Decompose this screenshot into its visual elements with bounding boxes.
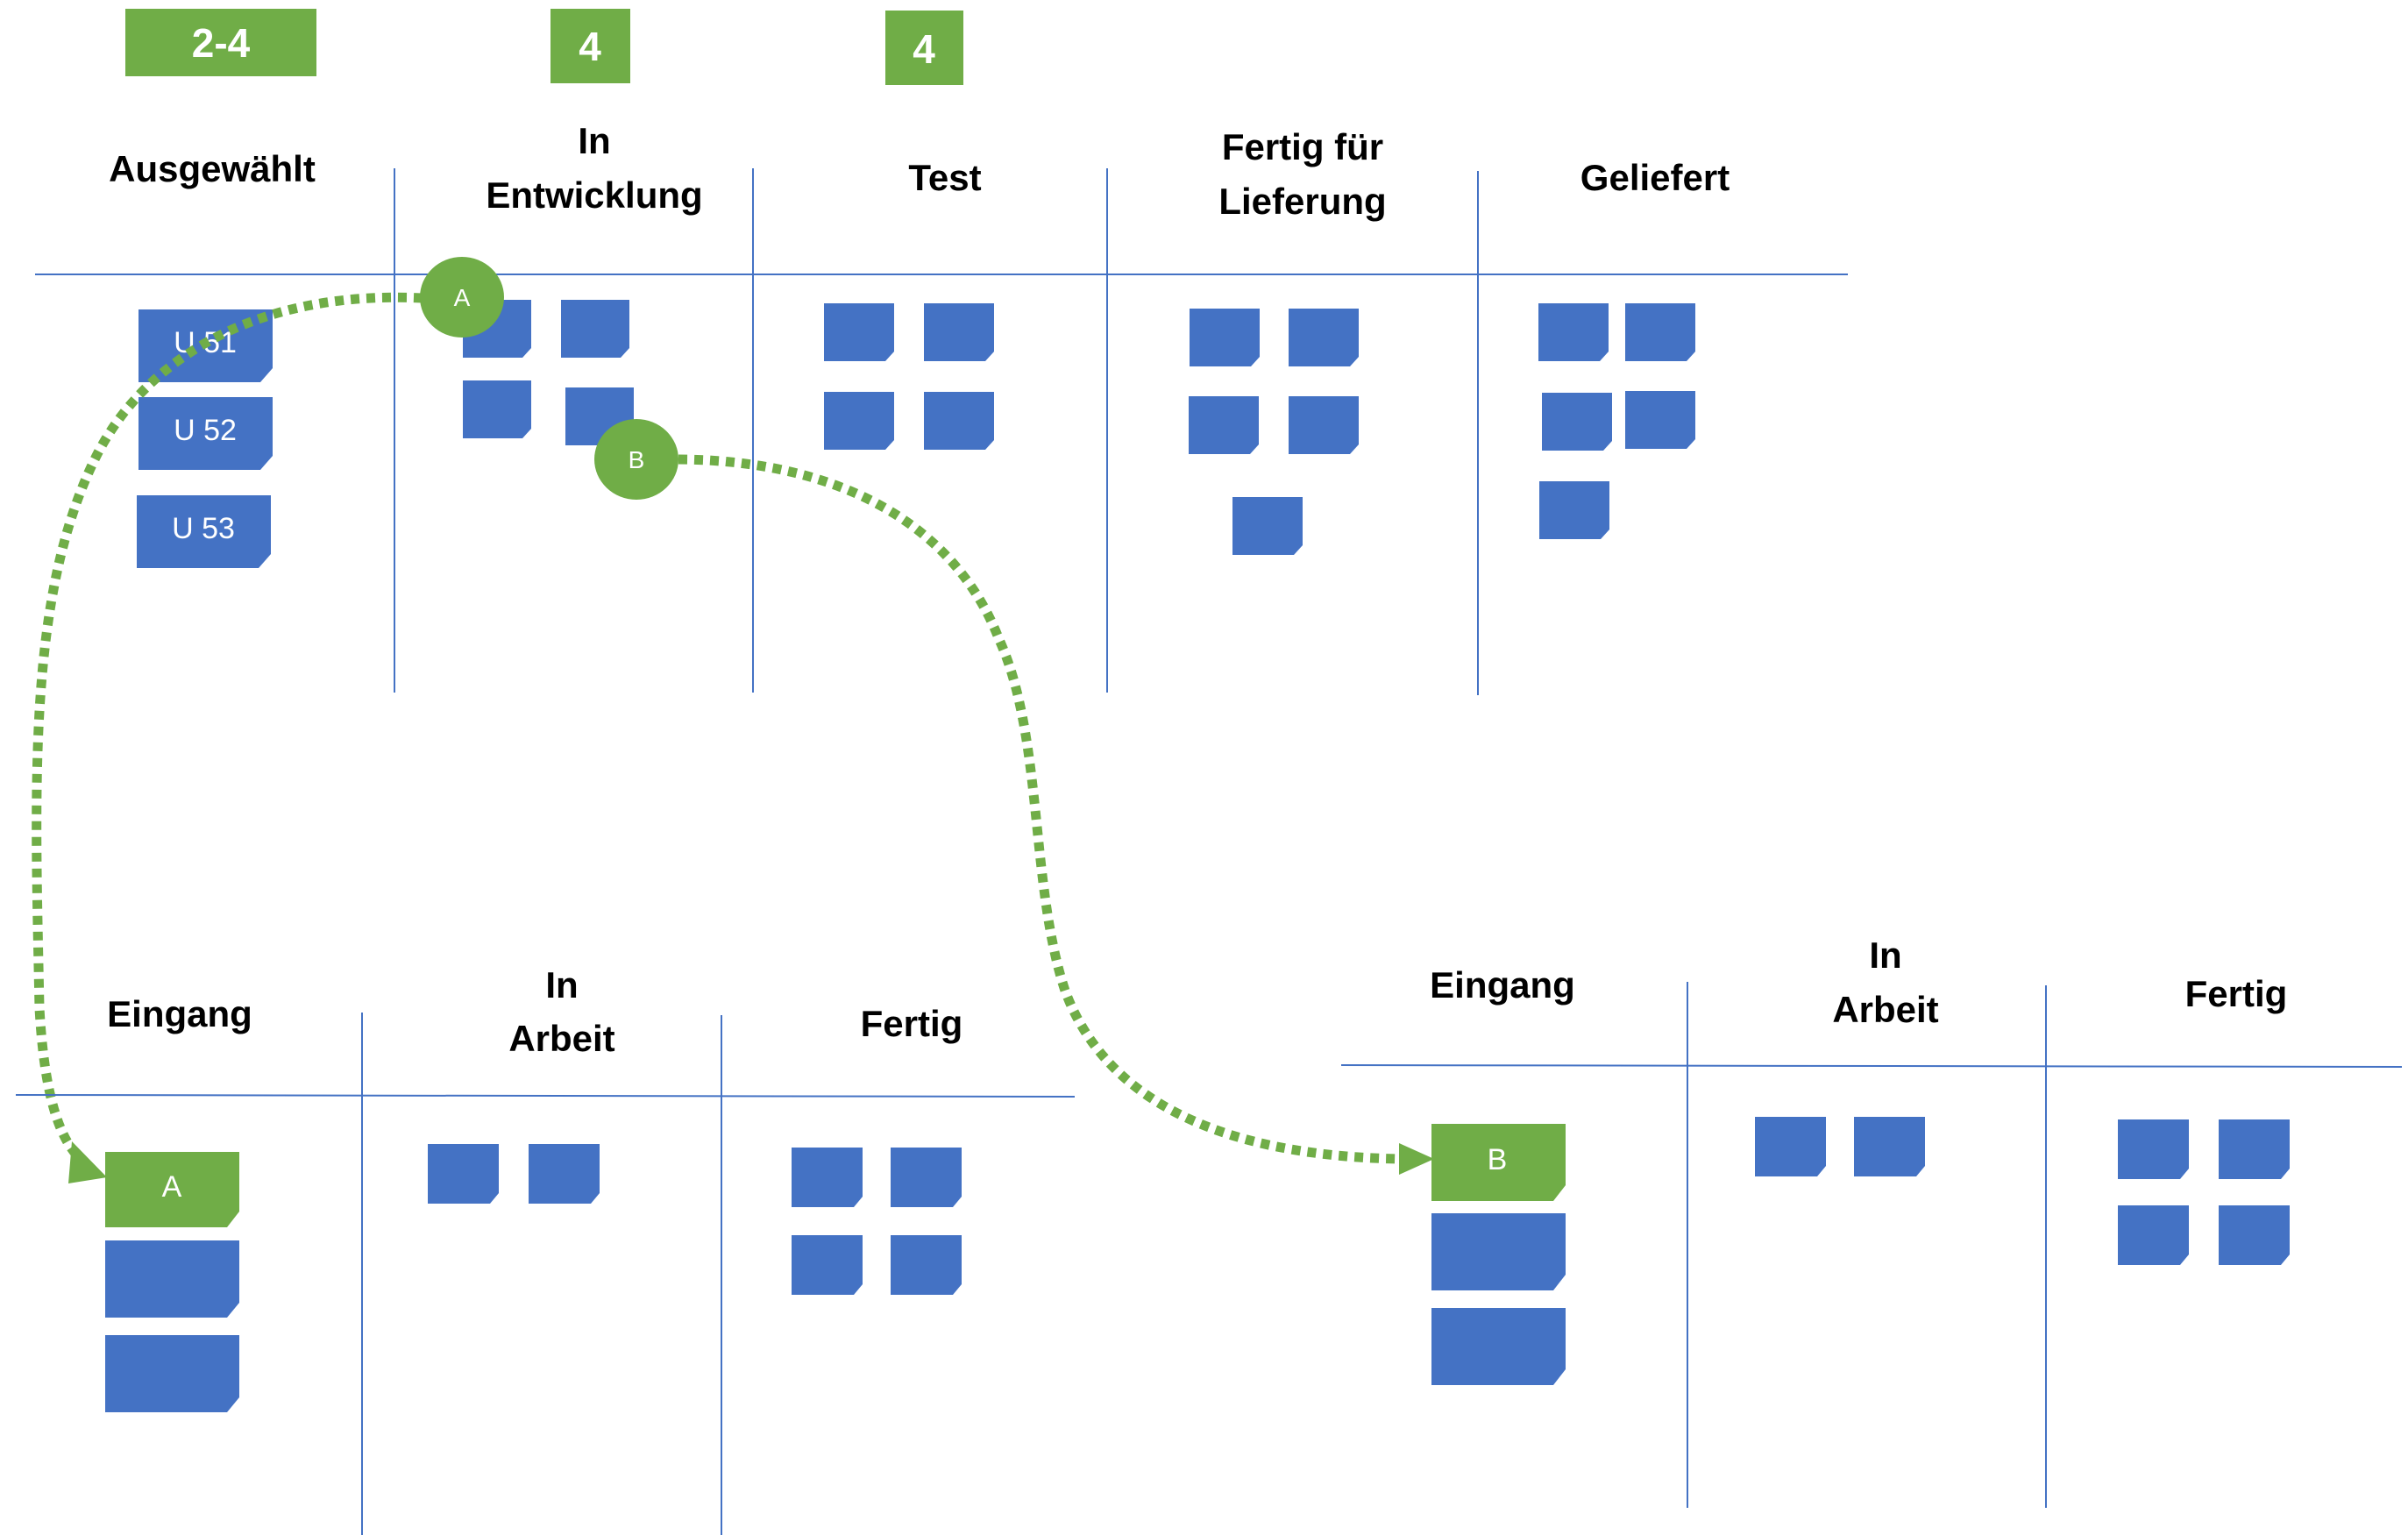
card-u52: U 52	[139, 397, 273, 470]
arrowhead-b	[1399, 1143, 1434, 1175]
wip-label-in-entwicklung: 4	[579, 24, 601, 69]
sub-b-header-in-arbeit-line1: In	[1869, 935, 1901, 976]
sub-b-header-divider	[1340, 1064, 2403, 1068]
card	[891, 1148, 962, 1207]
card	[1542, 393, 1612, 451]
card	[529, 1144, 600, 1204]
main-board: 2-4 4 4 Ausgewählt In Entwicklung Test F…	[35, 9, 1848, 695]
sub-board-b: Eingang In Arbeit Fertig B	[1340, 935, 2403, 1508]
card	[824, 303, 894, 361]
card-label: B	[1488, 1143, 1508, 1176]
sub-a-header-fertig: Fertig	[861, 1003, 963, 1044]
column-header-test: Test	[908, 157, 981, 198]
sub-a-header-in-arbeit-line2: Arbeit	[508, 1018, 614, 1059]
card	[561, 300, 629, 358]
card	[924, 303, 994, 361]
card	[2219, 1119, 2290, 1179]
arrowhead-a	[68, 1141, 107, 1183]
card	[1755, 1117, 1826, 1176]
card	[1625, 391, 1695, 449]
connector-arrows	[32, 292, 1434, 1183]
card	[2118, 1205, 2189, 1265]
sub-b-card-b-highlighted: B	[1431, 1124, 1566, 1201]
card	[824, 392, 894, 450]
card-u53: U 53	[137, 495, 271, 568]
card	[1538, 303, 1609, 361]
column-header-geliefert: Geliefert	[1580, 157, 1730, 198]
column-header-in-entwicklung-line1: In	[578, 120, 610, 161]
card	[105, 1335, 239, 1412]
marker-b-label: B	[629, 446, 645, 473]
card-label: U 53	[172, 512, 235, 545]
arrow-a	[32, 292, 423, 1166]
sub-a-card-a-highlighted: A	[105, 1152, 239, 1227]
card	[792, 1235, 863, 1295]
card	[924, 392, 994, 450]
sub-board-a: Eingang In Arbeit Fertig A	[15, 964, 1076, 1535]
card	[1431, 1213, 1566, 1290]
arrow-b	[678, 454, 1403, 1164]
sub-b-header-eingang: Eingang	[1430, 964, 1575, 1006]
card	[1189, 396, 1259, 454]
marker-b: B	[594, 419, 678, 500]
column-header-fertig-fuer-lieferung-line2: Lieferung	[1218, 181, 1386, 222]
card	[1431, 1308, 1566, 1385]
wip-label-test: 4	[913, 26, 935, 72]
card	[1190, 309, 1260, 366]
sub-a-header-eingang: Eingang	[107, 993, 252, 1034]
sub-a-header-divider	[15, 1094, 1076, 1098]
column-header-fertig-fuer-lieferung-line1: Fertig für	[1222, 126, 1383, 167]
marker-a-label: A	[454, 284, 471, 311]
card	[2219, 1205, 2290, 1265]
card	[2118, 1119, 2189, 1179]
card	[105, 1240, 239, 1318]
card	[1232, 497, 1303, 555]
wip-badge-in-entwicklung	[551, 9, 630, 83]
card	[1625, 303, 1695, 361]
card	[1854, 1117, 1925, 1176]
wip-badge-ausgewaehlt	[125, 9, 316, 76]
card	[463, 380, 531, 438]
column-header-in-entwicklung-line2: Entwicklung	[486, 174, 702, 216]
card-label: U 52	[174, 414, 237, 447]
card	[792, 1148, 863, 1207]
wip-label-ausgewaehlt: 2-4	[192, 20, 251, 66]
sub-b-header-in-arbeit-line2: Arbeit	[1832, 989, 1938, 1030]
sub-b-header-fertig: Fertig	[2185, 973, 2288, 1014]
card	[1289, 309, 1359, 366]
card	[1539, 481, 1609, 539]
card-label: A	[162, 1170, 182, 1204]
marker-a: A	[420, 257, 504, 338]
card	[428, 1144, 499, 1204]
wip-badge-test	[885, 11, 963, 85]
column-header-ausgewaehlt: Ausgewählt	[109, 148, 316, 189]
card	[1289, 396, 1359, 454]
sub-a-header-in-arbeit-line1: In	[545, 964, 578, 1006]
card	[891, 1235, 962, 1295]
